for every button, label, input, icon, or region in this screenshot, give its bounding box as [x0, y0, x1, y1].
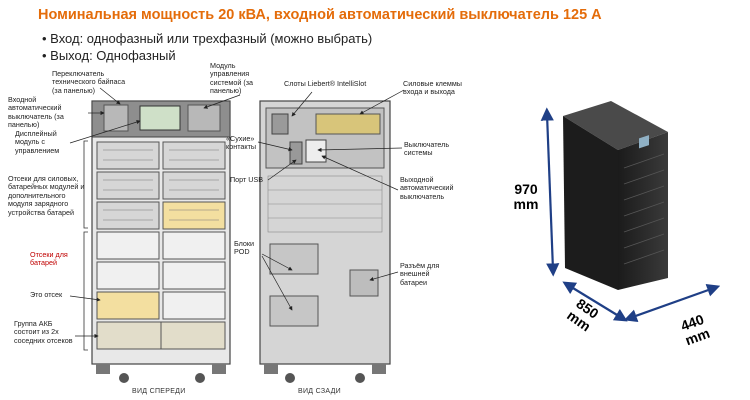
- rear-view: [259, 100, 391, 383]
- label-display-module: Дисплейный модуль с управлением: [15, 129, 60, 155]
- output-breaker-block: [305, 139, 327, 163]
- spec-output: Выход: Однофазный: [42, 47, 372, 64]
- depth-arrow: [562, 281, 628, 322]
- rear-view-label: ВИД СЗАДИ: [298, 388, 341, 395]
- this-bay-highlight: [96, 291, 160, 320]
- display-screen: [139, 105, 181, 131]
- width-arrow: [623, 284, 721, 322]
- pod-block-2: [269, 295, 319, 327]
- front-view-label: ВИД СПЕРЕДИ: [132, 388, 186, 395]
- label-dry-contacts: «Сухие» контакты: [226, 134, 257, 152]
- pod-block-1: [269, 243, 319, 275]
- label-this-bay: Это отсек: [30, 290, 63, 299]
- label-ext-battery: Разъём для внешней батареи: [400, 261, 440, 287]
- ups-product-image: [563, 101, 668, 290]
- label-usb-port: Порт USB: [230, 175, 264, 184]
- control-module-panel: [187, 104, 221, 132]
- spec-list: Вход: однофазный или трехфазный (можно в…: [42, 30, 372, 64]
- label-power-terminals: Силовые клеммы входа и выхода: [403, 79, 462, 97]
- label-pod-blocks: Блоки POD: [234, 239, 255, 257]
- dry-contacts-block: [289, 141, 303, 165]
- front-bays: [96, 141, 226, 350]
- label-control-module: Модуль управления системой (за панелью): [210, 61, 254, 96]
- label-system-breaker: Выключатель системы: [404, 140, 450, 158]
- spec-input: Вход: однофазный или трехфазный (можно в…: [42, 30, 372, 47]
- label-intellislot: Слоты Liebert® IntelliSlot: [284, 79, 367, 88]
- label-input-breaker: Входной автоматический выключатель (за п…: [8, 95, 64, 130]
- height-arrow: [540, 107, 560, 277]
- page-title: Номинальная мощность 20 кВА, входной авт…: [38, 7, 602, 23]
- label-output-breaker: Выходной автоматический выключатель: [400, 175, 454, 201]
- dimension-height: 970 mm: [513, 181, 539, 212]
- ext-battery-connector: [349, 269, 379, 297]
- label-bypass-switch: Переключатель технического байпаса (за п…: [52, 69, 126, 95]
- power-terminals-block: [315, 113, 381, 135]
- label-battery-group: Группа АКБ состоит из 2х соседних отсеко…: [14, 319, 73, 345]
- label-power-bays: Отсеки для силовых, батарейных модулей и…: [8, 174, 85, 217]
- front-view: [91, 100, 231, 383]
- intellislot-block: [271, 113, 289, 135]
- charger-bay-highlight: [162, 201, 226, 230]
- label-battery-bays: Отсеки для батарей: [30, 250, 68, 268]
- input-breaker-panel: [103, 104, 129, 132]
